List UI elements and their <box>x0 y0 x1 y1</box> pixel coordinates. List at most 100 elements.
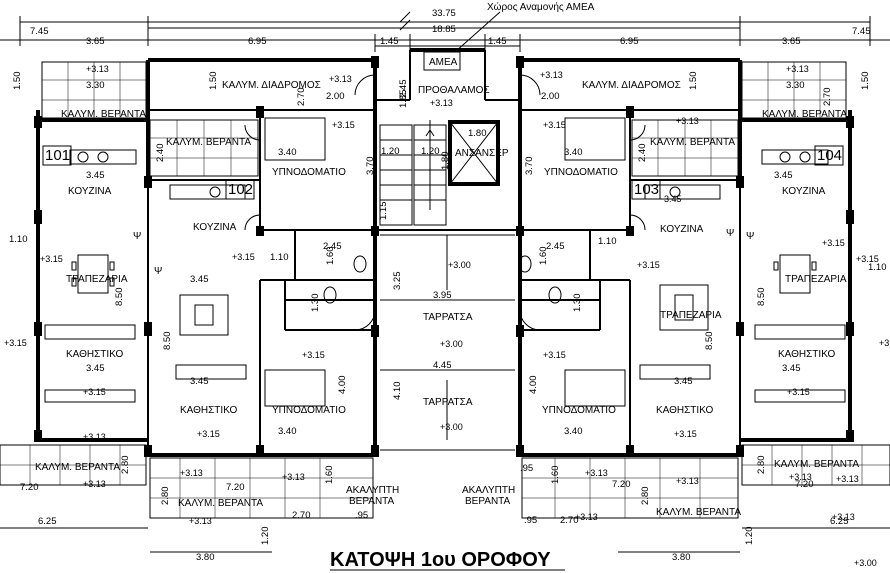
dim-l-160-v2: 1.60 <box>324 466 335 485</box>
callout-amea-waiting: Χώρος Αναμονής ΑΜΕΑ <box>487 1 595 13</box>
dim-core-185: 1.85 <box>398 90 409 109</box>
drawing-title: ΚΑΤΟΨΗ 1ου ΟΡΟΦΟΥ <box>330 549 551 571</box>
elev-l-bed-bottom: +3.15 <box>302 350 325 360</box>
dim-l-625: 6.25 <box>38 516 57 527</box>
elev-r-veranda-b6: +3.13 <box>832 512 855 522</box>
dim-r-150-v: 1.50 <box>688 72 699 91</box>
label-l-kitchen-101: ΚΟΥΖΙΝΑ <box>68 186 112 197</box>
dim-l-345-b1: 3.45 <box>86 363 105 374</box>
door-swings <box>244 74 646 331</box>
dim-l-245-bath: 2.45 <box>323 241 342 252</box>
elev-r-living: +3.15 <box>879 338 890 348</box>
dim-l-850-b: 8.50 <box>162 332 173 351</box>
dim-l-370-v: 3.70 <box>365 157 376 176</box>
label-r-bedroom-bottom: ΥΠΝΟΔΟΜΑΤΙΟ <box>542 405 616 416</box>
label-r-kitchen-103: ΚΟΥΖΙΝΑ <box>660 224 704 235</box>
unit-102-frame <box>225 179 255 200</box>
elev-r-bed-bottom: +3.15 <box>543 350 566 360</box>
dim-r-330: 3.30 <box>786 80 805 91</box>
label-l-veranda-mid: ΚΑΛΥΜ. ΒΕΡΑΝΤΑ <box>166 137 251 148</box>
label-l-living-102: ΚΑΘΗΣΤΙΚΟ <box>180 405 238 416</box>
elev-l-living-102: +3.15 <box>197 429 220 439</box>
elev-r-103-top: 3.45 <box>664 194 682 204</box>
label-l-veranda-top: ΚΑΛΥΜ. ΒΕΡΑΝΤΑ <box>61 109 146 120</box>
label-r-veranda-top: ΚΑΛΥΜ. ΒΕΡΑΝΤΑ <box>762 109 847 120</box>
elev-r-corridor: +3.13 <box>540 70 563 80</box>
staircase <box>379 120 447 226</box>
unit-101-number: 101 <box>45 147 70 164</box>
unit-101-frame <box>42 145 72 166</box>
dim-core-115: 1.15 <box>378 202 389 221</box>
dim-inner: 18.85 <box>432 24 456 35</box>
dim-r-150-v2: 1.50 <box>860 72 871 91</box>
dim-l-720-b: 7.20 <box>226 482 245 493</box>
dim-r-340-top: 3.40 <box>564 147 583 158</box>
dim-r-370-v: 3.70 <box>524 157 535 176</box>
dim-r-380: 3.80 <box>672 552 691 563</box>
label-l-open-veranda-2: ΒΕΡΑΝΤΑ <box>349 496 395 507</box>
elevator-cross-2 <box>449 121 499 185</box>
dim-r-110-a: 1.10 <box>598 236 617 247</box>
label-lobby: ΠΡΟΘΑΛΑΜΟΣ <box>418 85 490 96</box>
dim-r-095-a: .95 <box>520 463 533 474</box>
dim-left-695: 6.95 <box>248 36 267 47</box>
label-amea: ΑΜΕΑ <box>429 57 458 68</box>
shaft-r-1: Ψ <box>746 231 754 242</box>
dim-left-365: 3.65 <box>86 36 105 47</box>
dim-r-400-v: 4.00 <box>528 376 539 395</box>
dim-l-110-a: 1.10 <box>9 234 28 245</box>
dim-r-160-v2: 1.60 <box>550 466 561 485</box>
dim-r-095-b: .95 <box>524 515 537 526</box>
dim-l-130-v: 1.30 <box>310 294 321 313</box>
elev-l-bed-top: +3.15 <box>332 120 355 130</box>
dim-terrace-395: 3.95 <box>433 290 452 301</box>
dim-elev-180-v: 1.80 <box>440 152 451 171</box>
dim-l-095: .95 <box>355 510 368 521</box>
dim-l-345-b2: 3.45 <box>190 376 209 387</box>
dim-r-270-b: 2.70 <box>560 515 579 526</box>
elev-l-veranda-b5: +3.13 <box>189 516 212 526</box>
balcony-hatching-top <box>41 61 847 177</box>
dim-r-200: 2.00 <box>541 91 560 102</box>
elev-r-veranda-b3: +3.13 <box>676 476 699 486</box>
terrace-lines <box>380 234 515 451</box>
elev-l-veranda-b2: +3.13 <box>83 479 106 489</box>
dim-left-745: 7.45 <box>30 26 49 37</box>
dim-r-280-v: 2.80 <box>756 456 767 475</box>
label-elevator: ΑΝΣΑΝΣΕΡ <box>455 148 509 159</box>
dim-l-720-a: 7.20 <box>20 482 39 493</box>
dim-r-160-v: 1.60 <box>538 247 549 266</box>
dim-l-270-v: 2.70 <box>296 88 307 107</box>
dim-l-120-v: 1.20 <box>260 527 271 546</box>
elev-r-veranda-mid: +3.13 <box>676 116 699 126</box>
elev-r-veranda-b2: +3.13 <box>585 468 608 478</box>
label-l-open-veranda-1: ΑΚΑΛΥΠΤΗ <box>346 485 399 496</box>
elev-r-veranda-top: +3.13 <box>786 64 809 74</box>
dim-l-330: 3.30 <box>86 80 105 91</box>
dim-r-130-v: 1.30 <box>572 294 583 313</box>
dim-terrace-410: 4.10 <box>392 382 403 401</box>
label-r-dining-103: ΤΡΑΠΕΖΑΡΙΑ <box>660 310 722 321</box>
label-l-dining-101: ΤΡΑΠΕΖΑΡΙΑ <box>66 274 128 285</box>
dim-terrace-325: 3.25 <box>392 272 403 291</box>
interior-walls <box>147 99 741 455</box>
shaft-r-2: Ψ <box>726 228 734 239</box>
dim-l-270-b: 2.70 <box>292 510 311 521</box>
dim-total: 33.75 <box>432 8 456 19</box>
dim-r-110-b: 1.10 <box>868 262 887 273</box>
elev-r-kitchen-104: +3.15 <box>856 254 879 264</box>
dim-right-365: 3.65 <box>782 36 801 47</box>
dim-r-720-b: 7.20 <box>795 479 814 490</box>
unit-103-frame <box>631 179 661 200</box>
label-r-open-veranda-2: ΒΕΡΑΝΤΑ <box>465 496 511 507</box>
elev-l-veranda-b4: +3.13 <box>282 472 305 482</box>
dim-r-280-v2: 2.80 <box>640 487 651 506</box>
dim-terrace-445: 4.45 <box>433 360 452 371</box>
label-r-living-104: ΚΑΘΗΣΤΙΚΟ <box>778 349 836 360</box>
dim-l-240-v: 2.40 <box>155 144 166 163</box>
dim-right-695: 6.95 <box>620 36 639 47</box>
elev-r-veranda-b5: +3.13 <box>575 512 598 522</box>
unit-104-frame <box>814 145 844 166</box>
label-r-veranda-mid: ΚΑΛΥΜ. ΒΕΡΑΝΤΑ <box>650 137 735 148</box>
